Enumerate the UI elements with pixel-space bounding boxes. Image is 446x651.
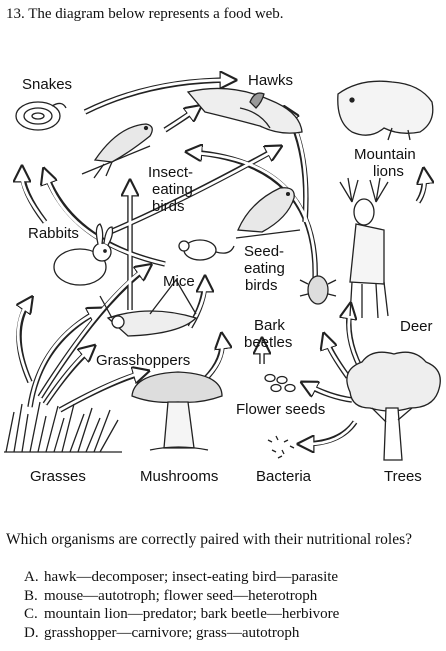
choice-text: mouse—autotroph; flower seed—heterotroph [44,587,318,604]
choice-letter: D. [24,624,39,641]
label-deer: Deer [400,318,433,335]
label-grasshoppers: Grasshoppers [96,352,190,369]
label-seed-eating-3: birds [245,277,278,294]
mountain-lion-illustration [337,80,434,141]
choice-b[interactable]: B. mouse—autotroph; flower seed—heterotro… [24,587,339,606]
label-seed-eating-2: eating [244,260,285,277]
label-insect-eating-3: birds [152,198,185,215]
arrow-rabbits-to-snakes [22,170,48,224]
label-trees: Trees [384,468,422,485]
seed-eating-bird-illustration [235,187,301,239]
mouse-illustration [178,239,235,261]
choice-letter: B. [24,587,38,604]
label-bark-beetles-1: Bark [254,317,285,334]
deer-illustration [339,177,389,319]
label-mushrooms: Mushrooms [140,468,218,485]
label-mountain-lions-1: Mountain [354,146,416,163]
flower-seeds-illustration [264,373,296,393]
label-insect-eating-1: Insect- [148,164,193,181]
insect-eating-bird-illustration [81,123,153,179]
choice-text: hawk—decomposer; insect-eating bird—para… [44,569,339,585]
label-snakes: Snakes [22,76,72,93]
label-flower-seeds: Flower seeds [236,401,325,418]
rabbit-illustration [53,223,114,286]
grasses-illustration [4,401,122,453]
label-grasses: Grasses [30,468,86,485]
grasshopper-illustration [99,278,198,337]
label-bacteria: Bacteria [256,468,312,485]
question-header: 13. The diagram below represents a food … [6,6,284,23]
choice-letter: C. [24,606,38,622]
choice-text: grasshopper—carnivore; grass—autotroph [44,624,300,641]
choice-letter: A. [24,569,39,585]
hawk-illustration [186,87,303,134]
choice-d[interactable]: D. grasshopper—carnivore; grass—autotroph [24,624,339,643]
choice-c[interactable]: C. mountain lion—predator; bark beetle—he… [24,605,339,624]
choice-text: mountain lion—predator; bark beetle—herb… [44,606,340,622]
label-hawks: Hawks [248,72,293,89]
label-mice: Mice [163,273,195,290]
question-prompt: Which organisms are correctly paired wit… [6,531,413,548]
bark-beetle-illustration [299,275,337,305]
answer-choices: A. hawk—decomposer; insect-eating bird—pa… [24,568,339,642]
food-web-diagram: Snakes Hawks Mountain lions Insect- eati… [4,52,441,485]
question-stem: The diagram below represents a food web. [28,6,284,22]
bacteria-illustration [267,435,295,459]
question-number: 13. [6,6,25,22]
snake-illustration [15,101,67,131]
label-mountain-lions-2: lions [373,163,404,180]
mushroom-illustration [131,371,223,451]
trees-illustration [346,351,441,461]
choice-a[interactable]: A. hawk—decomposer; insect-eating bird—pa… [24,568,339,587]
label-rabbits: Rabbits [28,225,79,242]
label-seed-eating-1: Seed- [244,243,284,260]
label-insect-eating-2: eating [152,181,193,198]
label-bark-beetles-2: beetles [244,334,292,351]
